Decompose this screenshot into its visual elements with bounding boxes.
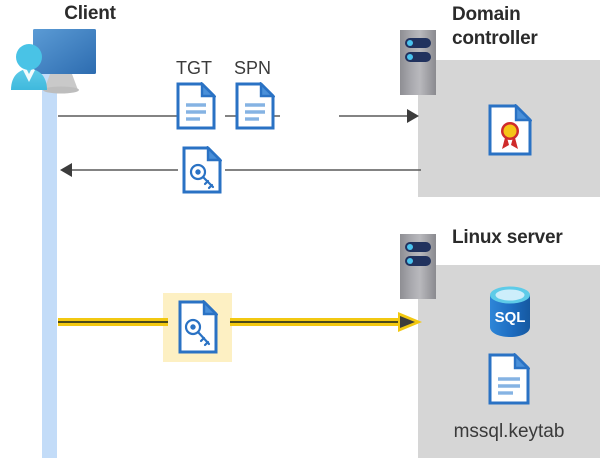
certificate-document-icon [488,104,532,156]
rack-led-indicator [405,52,431,62]
tgt-label: TGT [176,58,212,78]
rack-led-indicator [405,242,431,252]
document-with-key-icon [178,300,218,354]
document-icon [488,353,530,405]
rack-led-indicator [405,38,431,48]
arrow-client-to-linux [58,312,422,332]
page-title-client: Client [64,3,116,24]
client-lifeline [42,66,57,458]
arrow-dc-to-client [60,163,421,177]
document-icon [235,82,275,130]
keytab-filename-label: mssql.keytab [453,421,565,442]
document-with-key-icon [182,146,222,194]
page-title-domain-controller: Domain controller [452,4,538,49]
user-with-monitor-icon [11,29,96,94]
sql-database-label: SQL [495,309,526,326]
document-icon [176,82,216,130]
server-rack-icon [400,234,436,299]
sql-database-icon: SQL [490,286,530,337]
spn-label: SPN [234,58,272,78]
server-rack-icon [400,30,436,95]
page-title-linux-server: Linux server [452,227,563,248]
rack-led-indicator [405,256,431,266]
